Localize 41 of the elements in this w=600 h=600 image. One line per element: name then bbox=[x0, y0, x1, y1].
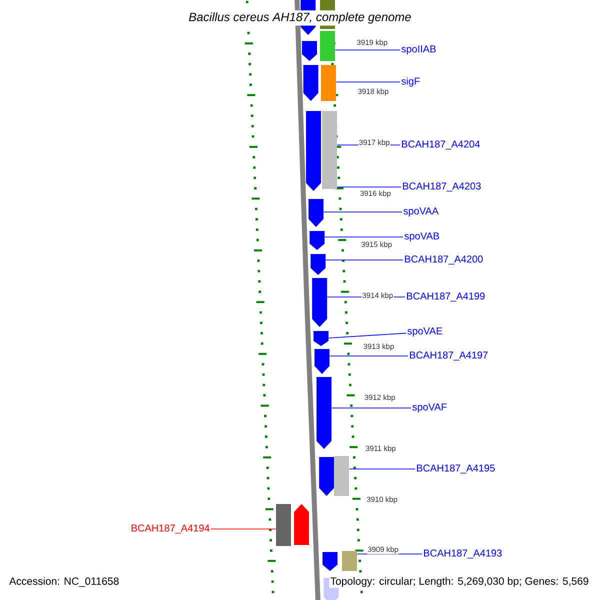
gene-feature bbox=[306, 111, 321, 191]
gene-label: spoVAB bbox=[404, 232, 440, 242]
feature-box bbox=[322, 111, 337, 189]
gene-label: BCAH187_A4194 bbox=[132, 524, 210, 534]
leader-line bbox=[348, 468, 416, 470]
feature-box bbox=[342, 551, 357, 571]
gene-label: sigF bbox=[401, 77, 420, 87]
gene-label: BCAH187_A4195 bbox=[417, 464, 495, 474]
leader-line bbox=[328, 332, 406, 338]
gene-feature bbox=[322, 552, 338, 571]
feature-box bbox=[321, 65, 336, 101]
gene-feature bbox=[294, 504, 309, 545]
gene-feature bbox=[310, 231, 325, 250]
gene-label: BCAH187_A4199 bbox=[407, 292, 485, 302]
gene-feature bbox=[319, 457, 334, 496]
gene-label: BCAH187_A4203 bbox=[403, 182, 481, 192]
gene-label: spoVAF bbox=[412, 404, 447, 412]
gene-feature bbox=[303, 65, 318, 101]
gene-feature bbox=[310, 254, 326, 275]
gene-label: BCAH187_A4200 bbox=[405, 256, 483, 264]
gene-feature bbox=[312, 278, 328, 327]
info-text: Accession: NC_011658 bbox=[8, 576, 120, 588]
gene-label: BCAH187_A4197 bbox=[410, 352, 488, 360]
feature-box bbox=[320, 31, 335, 61]
gene-label: BCAH187_A4193 bbox=[424, 550, 502, 558]
gene-label: spoIIAB bbox=[401, 46, 436, 54]
leader-line bbox=[210, 528, 276, 530]
gene-feature bbox=[314, 331, 328, 346]
gene-feature bbox=[316, 377, 332, 449]
title: Bacillus cereus AH187, complete genome bbox=[186, 10, 414, 26]
gene-label: BCAH187_A4204 bbox=[402, 140, 480, 150]
gene-feature bbox=[308, 199, 324, 227]
leader-line bbox=[324, 236, 404, 238]
gene-label: spoVAE bbox=[407, 328, 442, 336]
gene-feature bbox=[302, 41, 317, 61]
feature-box bbox=[334, 456, 349, 496]
feature-box bbox=[276, 504, 291, 546]
leader-line bbox=[336, 186, 402, 188]
info-text: Topology: circular; Length: 5,269,030 bp; Genes: 5,569 bbox=[329, 576, 590, 588]
gene-feature bbox=[314, 349, 330, 374]
gene-label: spoVAA bbox=[403, 208, 439, 216]
